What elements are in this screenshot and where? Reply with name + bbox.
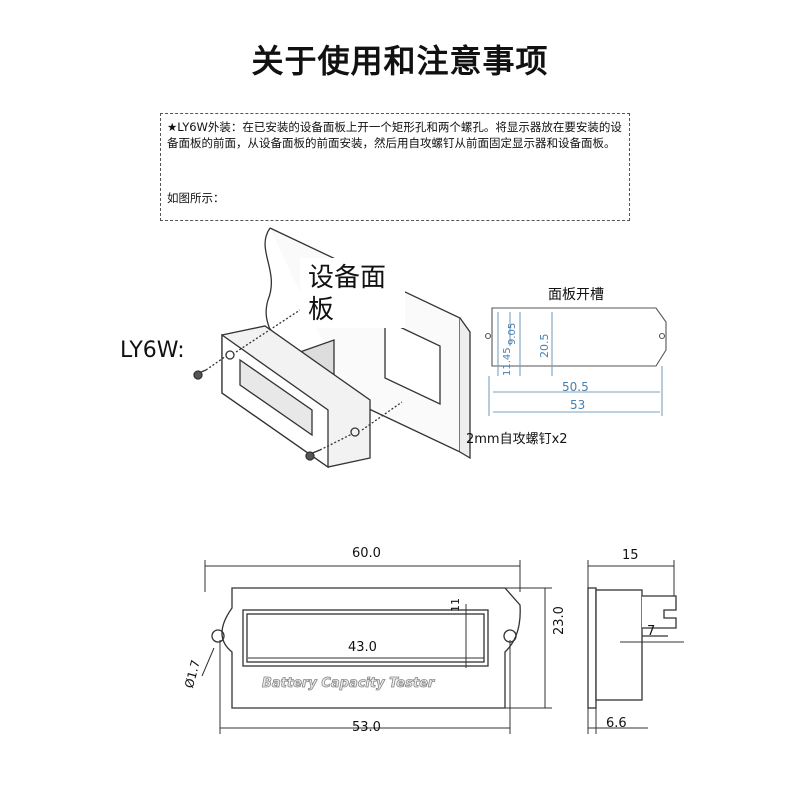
dim-w-inner: 50.5 <box>562 380 589 394</box>
dim-h-window: 20.5 <box>538 333 551 359</box>
page-title: 关于使用和注意事项 <box>251 42 549 80</box>
front-view <box>201 560 552 734</box>
product-text: Battery Capacity Tester <box>262 676 435 692</box>
dim-flange: 6.6 <box>606 716 627 731</box>
install-note-text: ★LY6W外装：在已安装的设备面板上开一个矩形孔和两个螺孔。将显示器放在要安装的… <box>167 120 622 150</box>
cutout-drawing <box>484 307 667 416</box>
dim-depth: 15 <box>622 548 639 563</box>
side-view <box>587 560 684 734</box>
dim-h-top: 9.05 <box>507 322 518 345</box>
dim-w-outer: 53 <box>570 398 586 412</box>
panel-label: 设备面板 <box>308 263 387 325</box>
screw-label: 2mm自攻螺钉x2 <box>466 432 568 447</box>
model-label: LY6W: <box>120 338 185 363</box>
figure-label: 如图所示： <box>167 191 225 205</box>
dim-pin: 7 <box>647 624 656 639</box>
dim-height: 23.0 <box>552 606 567 635</box>
dim-window-h: 11 <box>449 598 462 612</box>
dim-hole-spacing: 53.0 <box>352 720 381 735</box>
cutout-title: 面板开槽 <box>548 287 604 303</box>
install-illustration <box>193 227 471 469</box>
dim-width: 60.0 <box>352 546 381 561</box>
install-note: ★LY6W外装：在已安装的设备面板上开一个矩形孔和两个螺孔。将显示器放在要安装的… <box>160 113 630 221</box>
dim-h-total: 11.45 <box>502 347 513 376</box>
dim-window-w: 43.0 <box>348 640 377 655</box>
